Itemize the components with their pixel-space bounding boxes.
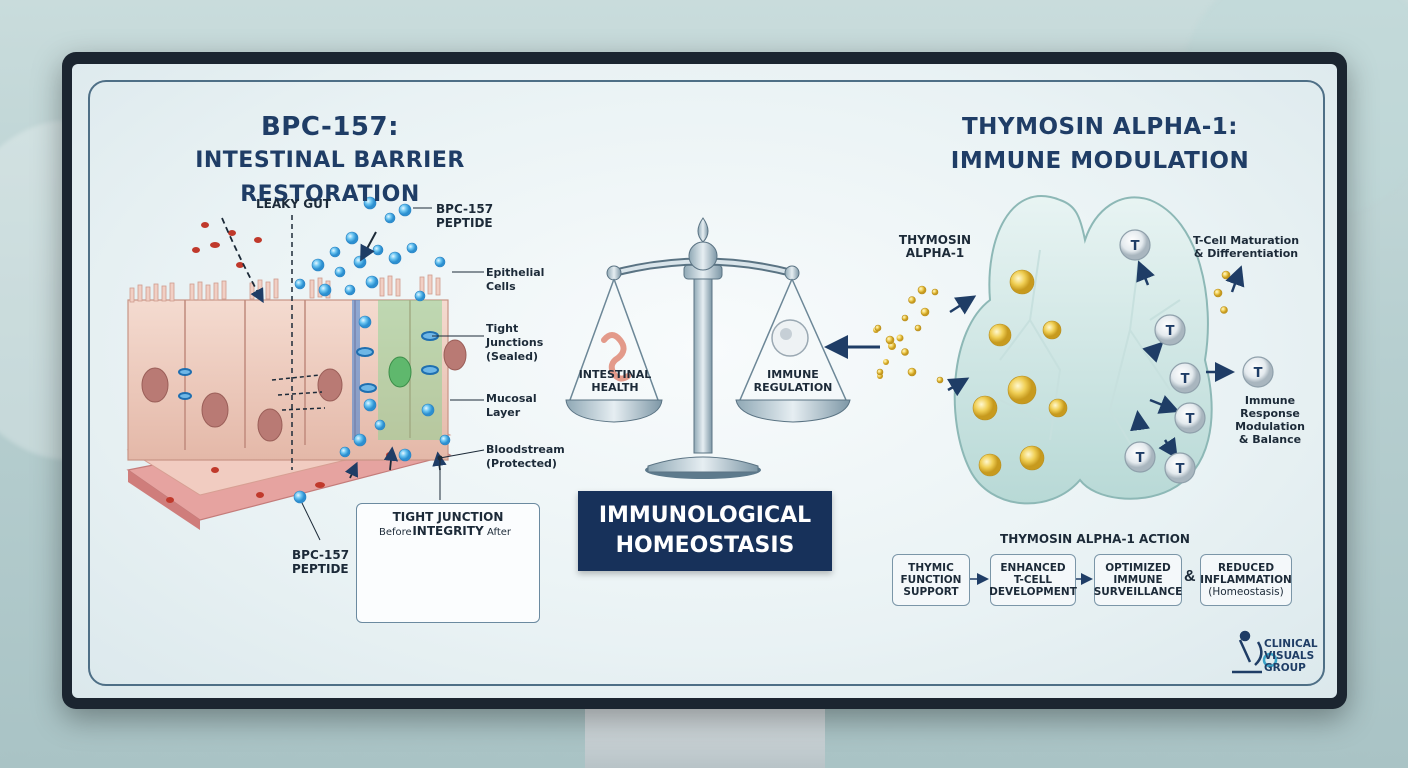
bloodstream-line2: (Protected) (486, 457, 557, 470)
inset-before-label: Before (379, 527, 412, 538)
t-cell-letter: T (1186, 412, 1195, 427)
logo-line3: GROUP (1264, 662, 1306, 674)
t-cell-letter: T (1176, 462, 1185, 477)
immune-response-label: Immune Response Modulation & Balance (1230, 394, 1310, 446)
thymus-illustration (874, 195, 1245, 505)
banner-line1: IMMUNOLOGICAL (598, 503, 812, 528)
microscope-icon (1232, 630, 1278, 674)
monitor-stand (585, 708, 825, 768)
bpc-title-line2: INTESTINAL BARRIER RESTORATION (195, 148, 465, 207)
step-line: T-CELL (1013, 574, 1053, 586)
bloodstream-line1: Bloodstream (486, 443, 565, 456)
thymosin-title-line2: IMMUNE MODULATION (950, 148, 1250, 174)
step-line: OPTIMIZED (1105, 562, 1171, 574)
step-line: FUNCTION (900, 574, 962, 586)
bpc-peptide-top-line2: PEPTIDE (436, 216, 493, 230)
intestinal-tissue-illustration (126, 196, 485, 541)
tcell-maturation-line1: T-Cell Maturation (1192, 234, 1300, 247)
step-line: REDUCED (1217, 562, 1275, 574)
thymosin-alpha-line2: ALPHA-1 (905, 246, 965, 260)
action-title: THYMOSIN ALPHA-1 ACTION (1000, 532, 1190, 546)
immune-response-line2: Response (1240, 407, 1300, 420)
step-line: SUPPORT (903, 586, 959, 598)
bpc-peptide-bottom-line1: BPC-157 (292, 548, 350, 562)
intestinal-health-line1: INTESTINAL (578, 368, 652, 381)
inset-title: TIGHT JUNCTION INTEGRITY (392, 510, 504, 538)
step-line: INFLAMMATION (1200, 574, 1292, 586)
intestinal-health-label: INTESTINAL HEALTH (574, 368, 656, 394)
bloodstream-label: Bloodstream (Protected) (486, 443, 565, 471)
t-cell-letter: T (1254, 366, 1263, 381)
tcell-maturation-line2: & Differentiation (1193, 247, 1299, 260)
t-cell-group: T T T T T T T (1119, 229, 1274, 484)
epithelial-label: Epithelial Cells (486, 266, 544, 294)
bpc-peptide-top-label: BPC-157 PEPTIDE (436, 202, 493, 230)
mucosal-label: Mucosal Layer (486, 392, 537, 420)
action-ampersand: & (1184, 568, 1196, 585)
logo-line1: CLINICAL (1264, 638, 1318, 650)
balance-scale-illustration (565, 217, 904, 479)
bpc-title-line1: BPC-157: (260, 112, 399, 142)
tight-junction-inset: TIGHT JUNCTION INTEGRITY Before After (356, 503, 540, 623)
t-cell (1242, 356, 1274, 388)
immune-regulation-line1: IMMUNE (767, 368, 819, 381)
bpc-title: BPC-157: INTESTINAL BARRIER RESTORATION (125, 110, 535, 212)
thymosin-title: THYMOSIN ALPHA-1: IMMUNE MODULATION (940, 110, 1260, 178)
epithelial-line2: Cells (486, 280, 516, 293)
inset-after-label: After (487, 527, 512, 538)
tcell-maturation-label: T-Cell Maturation & Differentiation (1186, 234, 1306, 260)
step-line: SURVEILLANCE (1093, 586, 1183, 598)
t-cell (1124, 441, 1156, 473)
t-cell (1169, 362, 1201, 394)
intestinal-health-line2: HEALTH (591, 381, 639, 394)
t-cell-letter: T (1131, 239, 1140, 254)
immune-regulation-label: IMMUNE REGULATION (746, 368, 840, 394)
tight-line1: Tight (486, 322, 519, 335)
mucosal-line1: Mucosal (486, 392, 537, 405)
intestine-icon (601, 332, 631, 382)
t-cell-letter: T (1136, 451, 1145, 466)
bpc-peptide-bottom-label: BPC-157 PEPTIDE (292, 548, 349, 576)
tight-junctions-label: Tight Junctions (Sealed) (486, 322, 543, 364)
step-line: ENHANCED (1000, 562, 1066, 574)
bpc-peptide-top-line1: BPC-157 (436, 202, 494, 216)
t-cell (1119, 229, 1151, 261)
t-cell (1174, 402, 1206, 434)
mucosal-line2: Layer (486, 406, 521, 419)
thymosin-title-line1: THYMOSIN ALPHA-1: (961, 114, 1239, 140)
t-cell (1154, 314, 1186, 346)
t-cell (1164, 452, 1196, 484)
infographic-frame (88, 80, 1325, 686)
step-line: THYMIC (908, 562, 954, 574)
thymosin-alpha-label: THYMOSIN ALPHA-1 (895, 234, 975, 260)
immune-response-line3: Modulation (1235, 420, 1305, 433)
bpc-peptide-bottom-line2: PEPTIDE (292, 562, 349, 576)
immune-regulation-line2: REGULATION (753, 381, 833, 394)
tight-line2: Junctions (486, 336, 544, 349)
epithelial-line1: Epithelial (486, 266, 545, 279)
immune-response-line4: & Balance (1238, 433, 1302, 446)
homeostasis-banner: IMMUNOLOGICAL HOMEOSTASIS (578, 491, 832, 571)
leaky-gut-label: LEAKY GUT (256, 197, 332, 211)
step-line: (Homeostasis) (1208, 586, 1284, 598)
immune-response-line1: Immune (1244, 394, 1296, 407)
tight-line3: (Sealed) (486, 350, 538, 363)
step-line: IMMUNE (1113, 574, 1163, 586)
step-line: DEVELOPMENT (989, 586, 1077, 598)
thymosin-alpha-line1: THYMOSIN (898, 233, 972, 247)
t-cell-letter: T (1166, 324, 1175, 339)
banner-line2: HOMEOSTASIS (615, 533, 795, 558)
company-logo-text: CLINICAL VISUALS GROUP (1264, 638, 1318, 674)
t-cell-letter: T (1181, 372, 1190, 387)
logo-line2: VISUALS (1264, 650, 1315, 662)
